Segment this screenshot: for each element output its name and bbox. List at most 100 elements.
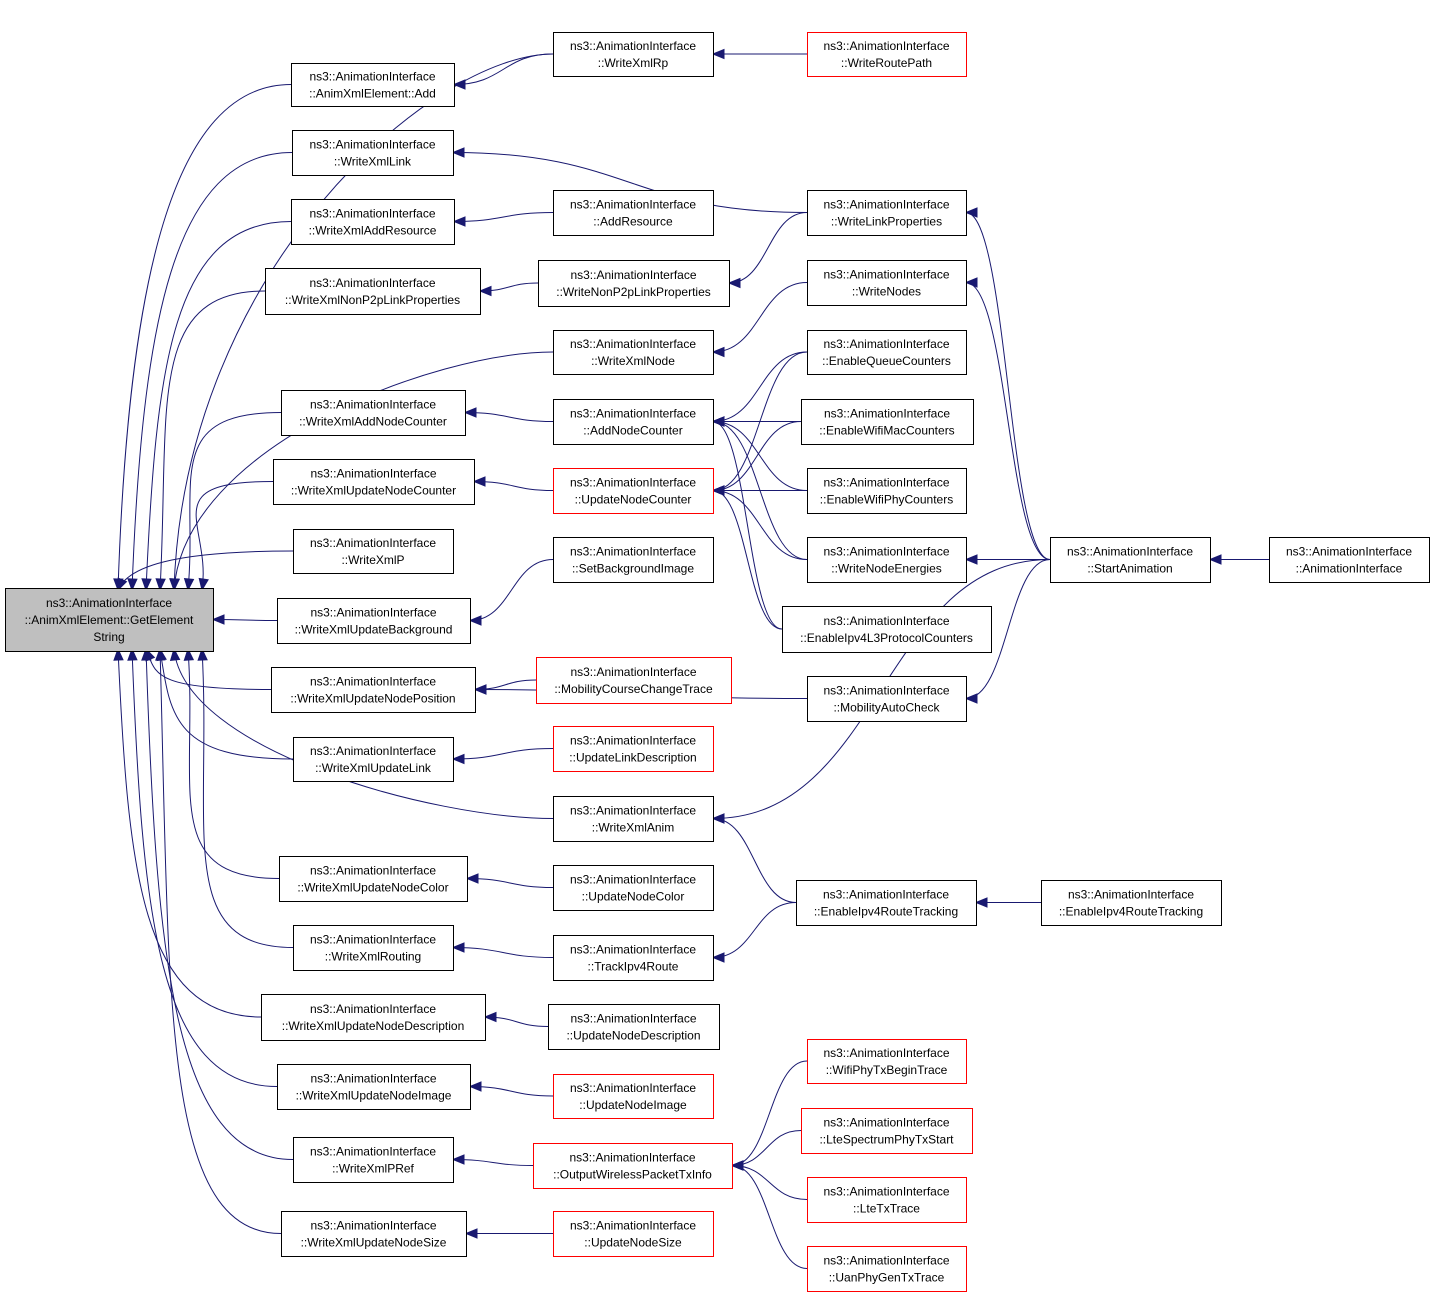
node-startAnim[interactable]: ns3::AnimationInterface::StartAnimation xyxy=(1050,537,1211,583)
node-box[interactable] xyxy=(536,657,732,704)
node-wxPRef[interactable]: ns3::AnimationInterface::WriteXmlPRef xyxy=(293,1137,454,1183)
node-enQueue[interactable]: ns3::AnimationInterface::EnableQueueCoun… xyxy=(807,330,967,375)
node-wxUpdND[interactable]: ns3::AnimationInterface::WriteXmlUpdateN… xyxy=(261,994,486,1041)
node-addRes[interactable]: ns3::AnimationInterface::AddResource xyxy=(553,190,714,236)
node-wxP[interactable]: ns3::AnimationInterface::WriteXmlP xyxy=(293,529,454,574)
node-add[interactable]: ns3::AnimationInterface::AnimXmlElement:… xyxy=(291,63,455,107)
node-box[interactable] xyxy=(5,588,214,652)
node-box[interactable] xyxy=(807,537,967,583)
node-wNodes[interactable]: ns3::AnimationInterface::WriteNodes xyxy=(807,260,967,306)
node-box[interactable] xyxy=(807,1177,967,1223)
node-updNCol[interactable]: ns3::AnimationInterface::UpdateNodeColor xyxy=(553,865,714,911)
node-box[interactable] xyxy=(807,330,967,375)
node-wLinkProps[interactable]: ns3::AnimationInterface::WriteLinkProper… xyxy=(807,190,967,236)
node-box[interactable] xyxy=(1041,880,1222,926)
node-box[interactable] xyxy=(796,880,977,926)
node-box[interactable] xyxy=(807,190,967,236)
node-wxNode[interactable]: ns3::AnimationInterface::WriteXmlNode xyxy=(553,330,714,375)
node-updNC[interactable]: ns3::AnimationInterface::UpdateNodeCount… xyxy=(553,468,714,514)
node-box[interactable] xyxy=(807,676,967,722)
node-wxUpdNI[interactable]: ns3::AnimationInterface::WriteXmlUpdateN… xyxy=(277,1064,471,1110)
node-enWifiMac[interactable]: ns3::AnimationInterface::EnableWifiMacCo… xyxy=(801,399,974,445)
node-uanTx[interactable]: ns3::AnimationInterface::UanPhyGenTxTrac… xyxy=(807,1246,967,1292)
node-updND[interactable]: ns3::AnimationInterface::UpdateNodeDescr… xyxy=(548,1004,720,1050)
node-lteTx[interactable]: ns3::AnimationInterface::LteTxTrace xyxy=(807,1177,967,1223)
node-box[interactable] xyxy=(293,529,454,574)
node-box[interactable] xyxy=(548,1004,720,1050)
node-box[interactable] xyxy=(782,606,992,653)
node-box[interactable] xyxy=(291,63,455,107)
node-updLD[interactable]: ns3::AnimationInterface::UpdateLinkDescr… xyxy=(553,726,714,772)
node-box[interactable] xyxy=(807,260,967,306)
node-wxUpdNC[interactable]: ns3::AnimationInterface::WriteXmlUpdateN… xyxy=(273,459,475,505)
node-box[interactable] xyxy=(293,1137,454,1183)
node-box[interactable] xyxy=(271,667,476,713)
node-wxRp[interactable]: ns3::AnimationInterface::WriteXmlRp xyxy=(553,32,714,77)
node-wRoutePath[interactable]: ns3::AnimationInterface::WriteRoutePath xyxy=(807,32,967,77)
node-lteSpec[interactable]: ns3::AnimationInterface::LteSpectrumPhyT… xyxy=(801,1108,973,1154)
node-enIpv4RT1[interactable]: ns3::AnimationInterface::EnableIpv4Route… xyxy=(796,880,977,926)
node-wxUpdNCol[interactable]: ns3::AnimationInterface::WriteXmlUpdateN… xyxy=(279,856,468,902)
node-box[interactable] xyxy=(801,1108,973,1154)
node-enIpv4RT2[interactable]: ns3::AnimationInterface::EnableIpv4Route… xyxy=(1041,880,1222,926)
node-updNI[interactable]: ns3::AnimationInterface::UpdateNodeImage xyxy=(553,1074,714,1119)
node-box[interactable] xyxy=(292,130,454,176)
node-wxUpdNS[interactable]: ns3::AnimationInterface::WriteXmlUpdateN… xyxy=(281,1211,467,1257)
node-animIf[interactable]: ns3::AnimationInterface::AnimationInterf… xyxy=(1269,537,1430,583)
node-box[interactable] xyxy=(553,1074,714,1119)
node-box[interactable] xyxy=(553,537,714,583)
node-setBg[interactable]: ns3::AnimationInterface::SetBackgroundIm… xyxy=(553,537,714,583)
node-wxNonP2p[interactable]: ns3::AnimationInterface::WriteXmlNonP2pL… xyxy=(265,268,481,315)
node-box[interactable] xyxy=(538,260,730,307)
node-box[interactable] xyxy=(281,1211,467,1257)
node-box[interactable] xyxy=(553,468,714,514)
node-box[interactable] xyxy=(553,796,714,842)
node-box[interactable] xyxy=(293,925,454,971)
node-box[interactable] xyxy=(801,399,974,445)
node-wxAnim[interactable]: ns3::AnimationInterface::WriteXmlAnim xyxy=(553,796,714,842)
node-box[interactable] xyxy=(553,399,714,445)
node-box[interactable] xyxy=(277,598,471,644)
node-box[interactable] xyxy=(553,935,714,981)
node-wxUpdLink[interactable]: ns3::AnimationInterface::WriteXmlUpdateL… xyxy=(293,737,454,782)
node-addNC[interactable]: ns3::AnimationInterface::AddNodeCounter xyxy=(553,399,714,445)
node-box[interactable] xyxy=(273,459,475,505)
node-box[interactable] xyxy=(265,268,481,315)
node-box[interactable] xyxy=(807,1246,967,1292)
node-box[interactable] xyxy=(277,1064,471,1110)
node-box[interactable] xyxy=(807,1039,967,1084)
node-box[interactable] xyxy=(553,330,714,375)
node-wxRouting[interactable]: ns3::AnimationInterface::WriteXmlRouting xyxy=(293,925,454,971)
node-mobCCT[interactable]: ns3::AnimationInterface::MobilityCourseC… xyxy=(536,657,732,704)
node-wNodeEn[interactable]: ns3::AnimationInterface::WriteNodeEnergi… xyxy=(807,537,967,583)
node-box[interactable] xyxy=(553,190,714,236)
node-box[interactable] xyxy=(1269,537,1430,583)
node-wxUpdNP[interactable]: ns3::AnimationInterface::WriteXmlUpdateN… xyxy=(271,667,476,713)
node-wifiTx[interactable]: ns3::AnimationInterface::WifiPhyTxBeginT… xyxy=(807,1039,967,1084)
node-box[interactable] xyxy=(553,865,714,911)
node-updNS[interactable]: ns3::AnimationInterface::UpdateNodeSize xyxy=(553,1211,714,1257)
node-wxAddRes[interactable]: ns3::AnimationInterface::WriteXmlAddReso… xyxy=(291,199,455,245)
node-box[interactable] xyxy=(553,32,714,77)
node-box[interactable] xyxy=(293,737,454,782)
node-mobAuto[interactable]: ns3::AnimationInterface::MobilityAutoChe… xyxy=(807,676,967,722)
node-box[interactable] xyxy=(291,199,455,245)
node-box[interactable] xyxy=(281,390,466,436)
node-trackIpv4[interactable]: ns3::AnimationInterface::TrackIpv4Route xyxy=(553,935,714,981)
node-box[interactable] xyxy=(261,994,486,1041)
node-root[interactable]: ns3::AnimationInterface::AnimXmlElement:… xyxy=(5,588,214,652)
node-wxLink[interactable]: ns3::AnimationInterface::WriteXmlLink xyxy=(292,130,454,176)
node-box[interactable] xyxy=(553,1211,714,1257)
node-box[interactable] xyxy=(533,1143,733,1189)
node-enWifiPhy[interactable]: ns3::AnimationInterface::EnableWifiPhyCo… xyxy=(807,468,967,514)
node-box[interactable] xyxy=(1050,537,1211,583)
node-enIpv4L3[interactable]: ns3::AnimationInterface::EnableIpv4L3Pro… xyxy=(782,606,992,653)
node-box[interactable] xyxy=(553,726,714,772)
node-box[interactable] xyxy=(279,856,468,902)
node-wNonP2p[interactable]: ns3::AnimationInterface::WriteNonP2pLink… xyxy=(538,260,730,307)
node-wxAddNC[interactable]: ns3::AnimationInterface::WriteXmlAddNode… xyxy=(281,390,466,436)
node-box[interactable] xyxy=(807,32,967,77)
node-wxUpdBg[interactable]: ns3::AnimationInterface::WriteXmlUpdateB… xyxy=(277,598,471,644)
node-outWPT[interactable]: ns3::AnimationInterface::OutputWirelessP… xyxy=(533,1143,733,1189)
node-box[interactable] xyxy=(807,468,967,514)
